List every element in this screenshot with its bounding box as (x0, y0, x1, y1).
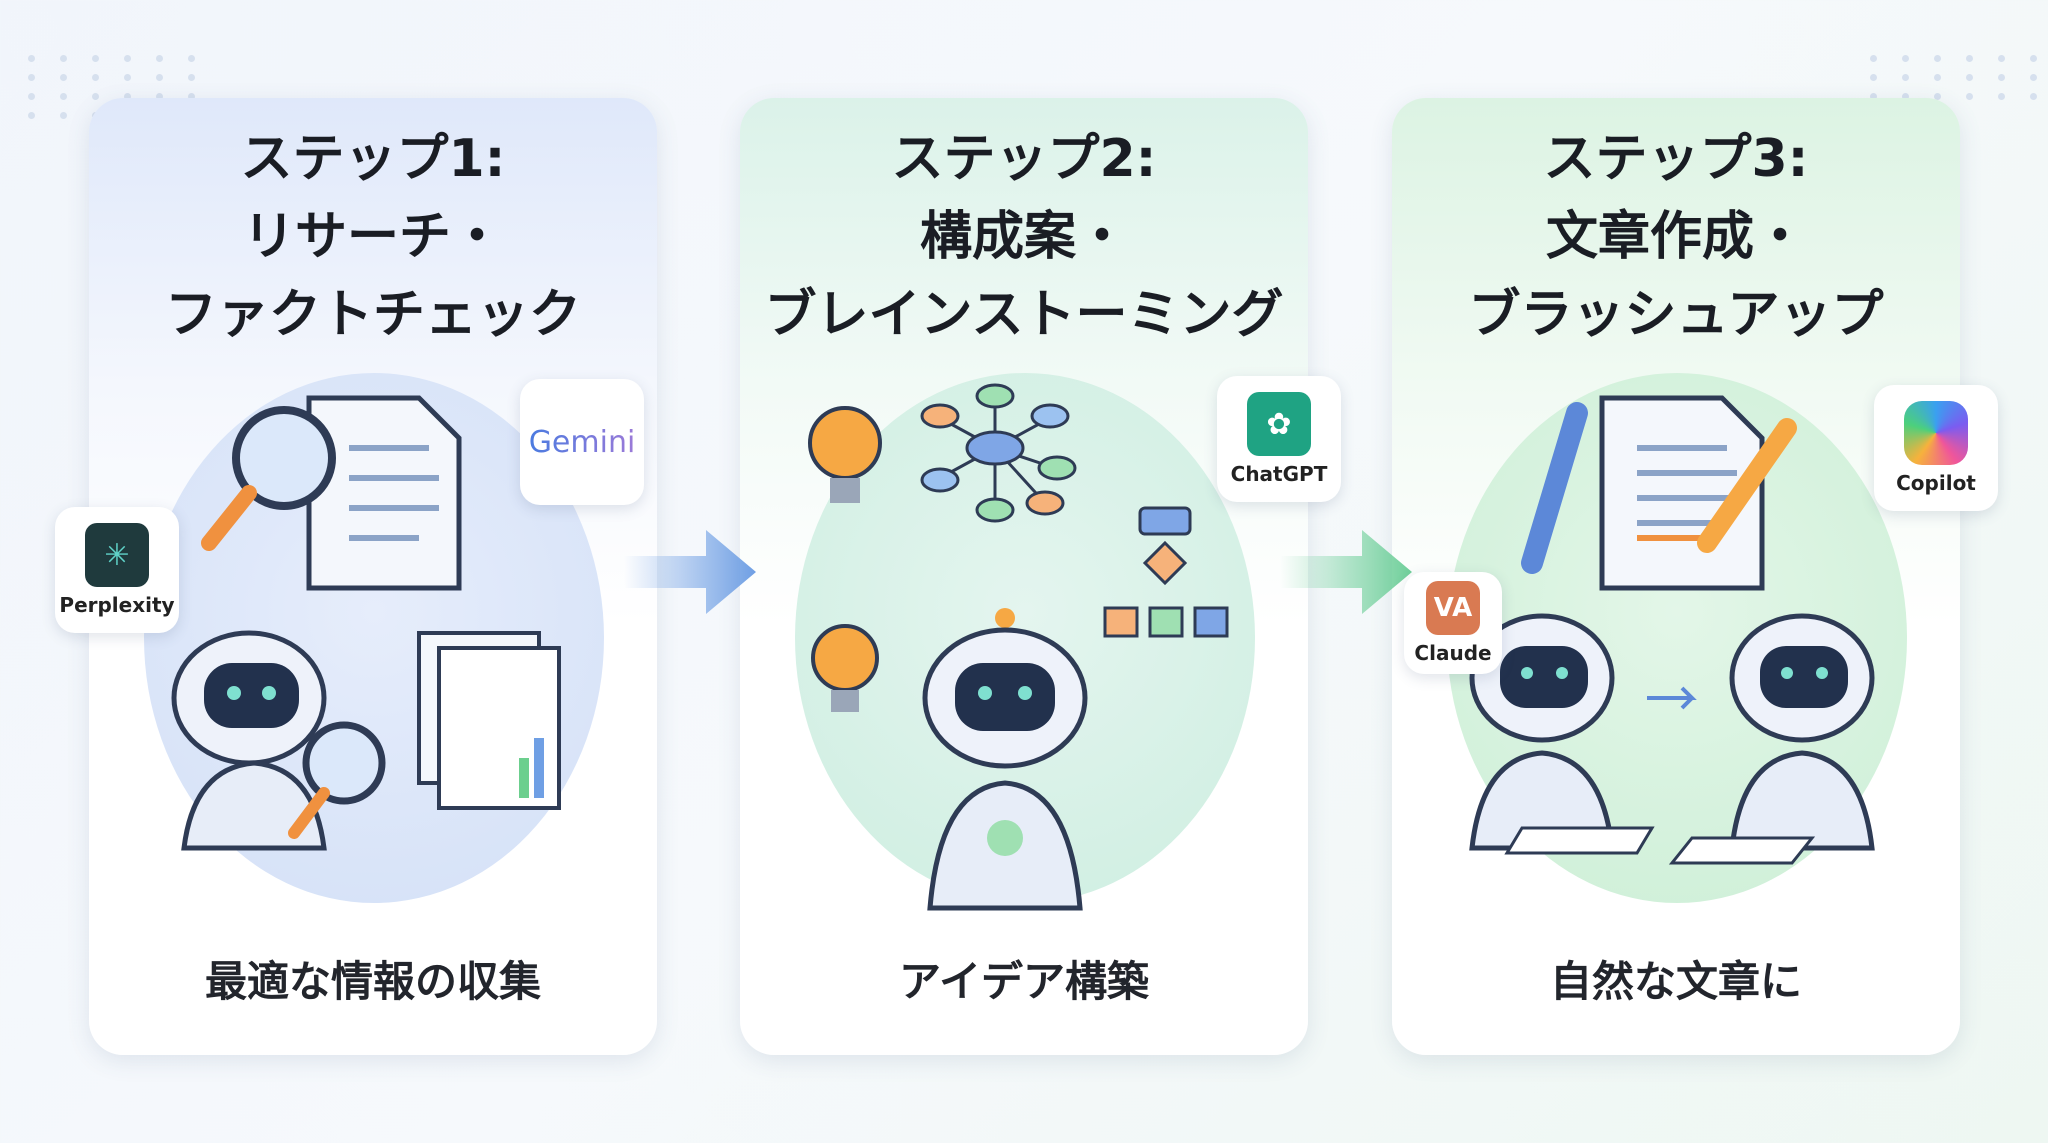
gemini-logo-icon: Gemini (528, 424, 636, 460)
step1-title: ステップ1: リサーチ・ ファクトチェック (89, 120, 657, 354)
step2-card: ステップ2: 構成案・ ブレインストーミング アイデア構築 (740, 98, 1308, 1055)
research-robot-illustration (171, 395, 561, 851)
paper-icon (1504, 826, 1816, 865)
magnifier-icon (201, 406, 336, 551)
title-line: ブラッシュアップ (1468, 285, 1884, 345)
chatgpt-badge: ✿ ChatGPT (1217, 376, 1341, 502)
perplexity-badge: ✳ Perplexity (55, 507, 179, 633)
step2-caption: アイデア構築 (899, 957, 1149, 1006)
copilot-logo-icon (1904, 401, 1968, 465)
step3-title: ステップ3: 文章作成・ ブラッシュアップ (1392, 120, 1960, 354)
step3-caption: 自然な文章に (1549, 957, 1802, 1006)
browser-windows-icon (417, 631, 561, 810)
perplexity-logo-icon: ✳ (85, 523, 149, 587)
title-line: ファクトチェック (164, 285, 581, 345)
arrow-right-icon (1280, 530, 1412, 614)
robot-icon (922, 608, 1088, 911)
flowchart-icon (1103, 506, 1229, 638)
mind-map-icon (920, 383, 1077, 523)
title-line: 文章作成・ (1545, 207, 1806, 267)
claude-label: Claude (1414, 641, 1492, 665)
handoff-arrow-icon (1647, 686, 1697, 710)
step1-card: ステップ1: リサーチ・ ファクトチェック 最適な情報の収集 (89, 98, 657, 1055)
pen-icon (1521, 402, 1588, 574)
step3-card: ステップ3: 文章作成・ ブラッシュアップ 自然な文章に (1392, 98, 1960, 1055)
title-line: ステップ2: (891, 129, 1157, 189)
title-line: リサーチ・ (242, 207, 503, 267)
robot-icon (1729, 613, 1875, 851)
step2-title: ステップ2: 構成案・ ブレインストーミング (740, 120, 1308, 354)
robot-icon (171, 630, 386, 851)
perplexity-label: Perplexity (59, 593, 175, 617)
step1-caption: 最適な情報の収集 (204, 957, 541, 1006)
decor-dots-left (28, 55, 208, 119)
claude-logo-icon: VA (1426, 581, 1480, 635)
writing-robots-illustration (1469, 395, 1875, 865)
robot-icon (1469, 613, 1615, 851)
title-line: ステップ3: (1543, 129, 1809, 189)
lightbulb-icon (808, 406, 882, 503)
gemini-badge: Gemini (520, 379, 644, 505)
chatgpt-label: ChatGPT (1230, 462, 1328, 486)
document-icon (306, 395, 462, 591)
copilot-label: Copilot (1896, 471, 1976, 495)
copilot-badge: Copilot (1874, 385, 1998, 511)
lightbulb-icon (811, 624, 879, 712)
arrow-right-icon (624, 530, 756, 614)
title-line: 構成案・ (919, 207, 1128, 267)
title-line: ブレインストーミング (764, 285, 1284, 345)
document-icon (1599, 395, 1765, 591)
title-line: ステップ1: (240, 129, 506, 189)
chatgpt-logo-icon: ✿ (1247, 392, 1311, 456)
claude-badge: VA Claude (1404, 572, 1502, 674)
pencil-icon (1697, 418, 1797, 553)
decor-dots-right (1870, 55, 2048, 100)
brainstorm-robot-illustration (808, 383, 1229, 911)
